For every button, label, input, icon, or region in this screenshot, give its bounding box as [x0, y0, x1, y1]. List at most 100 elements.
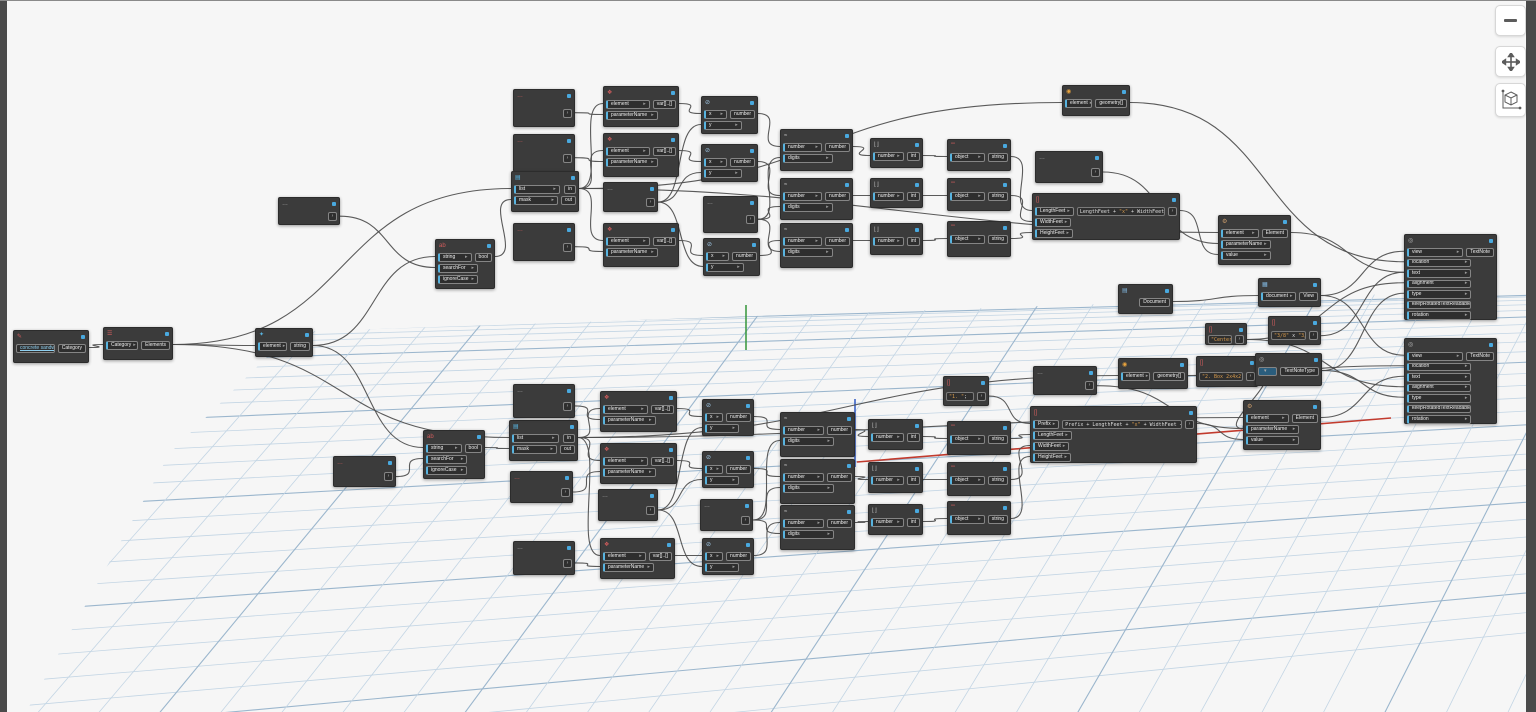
input-port[interactable]: parameterName▸: [606, 248, 658, 257]
document-activeview-node[interactable]: ▦document▸View: [1258, 278, 1321, 307]
wire[interactable]: [574, 157, 604, 163]
output-port[interactable]: number: [825, 143, 850, 152]
wire[interactable]: [1172, 294, 1259, 303]
node-header[interactable]: ⊘: [704, 239, 759, 251]
input-port[interactable]: number▸: [871, 433, 904, 442]
code-block-string-node[interactable]: []"Center";›: [1205, 323, 1247, 345]
input-port[interactable]: type▸: [1407, 394, 1472, 403]
node-header[interactable]: ⌊⌋: [871, 224, 922, 236]
output-port[interactable]: ›: [1085, 381, 1094, 390]
node-header[interactable]: "": [948, 502, 1010, 514]
input-port[interactable]: view▸: [1407, 352, 1464, 361]
wire[interactable]: [657, 123, 702, 203]
wire[interactable]: [657, 426, 703, 511]
input-port[interactable]: text▸: [1407, 269, 1472, 278]
node-header[interactable]: ▦: [1259, 279, 1320, 291]
node-header[interactable]: ⊘: [702, 145, 757, 157]
output-port[interactable]: ›: [1168, 207, 1177, 216]
output-port[interactable]: ›: [1309, 331, 1318, 340]
wire[interactable]: [753, 521, 781, 557]
node-header[interactable]: []: [1033, 194, 1179, 206]
node-header[interactable]: ⌊⌋: [871, 139, 922, 151]
element-getparametervaluebyname-node[interactable]: ❖element▸var[]..[]parameterName▸: [603, 86, 679, 127]
output-port[interactable]: Elements: [141, 341, 170, 350]
input-port[interactable]: element▸: [606, 100, 650, 109]
element-getparametervaluebyname-node[interactable]: ❖element▸var[]..[]parameterName▸: [603, 133, 679, 177]
string-from-object-node[interactable]: ""object▸string: [947, 178, 1011, 211]
code-block-node[interactable]: …›: [333, 456, 396, 487]
input-port[interactable]: element▸: [606, 147, 650, 156]
input-port[interactable]: number▸: [871, 518, 904, 527]
node-header[interactable]: …: [279, 198, 339, 210]
output-port[interactable]: ›: [561, 487, 570, 497]
wire[interactable]: [577, 407, 601, 439]
output-port[interactable]: number: [827, 519, 852, 528]
to-int-node[interactable]: ⌊⌋number▸int: [870, 138, 923, 168]
input-port[interactable]: element▸: [603, 457, 648, 466]
wire[interactable]: [757, 218, 781, 253]
node-header[interactable]: "": [948, 140, 1010, 152]
node-header[interactable]: ◎: [1405, 339, 1496, 351]
element-name-node[interactable]: ✦element▸string: [255, 328, 313, 357]
dropdown-selector[interactable]: ▾: [1258, 367, 1278, 376]
input-port[interactable]: mask▸: [512, 445, 558, 454]
input-port[interactable]: text▸: [1407, 373, 1472, 382]
code-block-node[interactable]: …›: [1035, 151, 1103, 183]
node-header[interactable]: ≈: [781, 224, 852, 236]
input-port[interactable]: Category▸: [106, 341, 139, 350]
output-port[interactable]: string: [987, 192, 1008, 201]
code-block-text[interactable]: LengthFeet + "x" + WidthFeet + "x" + Hei…: [1076, 207, 1165, 216]
wire[interactable]: [1010, 231, 1033, 240]
output-port[interactable]: var[]..[]: [652, 147, 676, 156]
output-port[interactable]: ›: [646, 197, 655, 207]
input-port[interactable]: document▸: [1261, 292, 1297, 301]
node-header[interactable]: …: [334, 457, 395, 469]
output-port[interactable]: TextNote: [1466, 352, 1494, 361]
code-block-node[interactable]: …›: [510, 471, 573, 503]
input-port[interactable]: element▸: [603, 552, 646, 561]
node-header[interactable]: ⊘: [702, 97, 757, 109]
node-header[interactable]: ▤: [512, 172, 578, 184]
input-port[interactable]: alignment▸: [1407, 383, 1472, 392]
wire[interactable]: [854, 428, 869, 438]
wire[interactable]: [172, 187, 512, 346]
output-port[interactable]: View: [1299, 292, 1318, 301]
code-block-text[interactable]: "1. ";: [946, 391, 974, 401]
input-port[interactable]: y▸: [704, 121, 742, 130]
element-geometry-node[interactable]: ◉element▸geometry[]: [1118, 358, 1188, 389]
wire[interactable]: [574, 246, 604, 253]
node-header[interactable]: ❖: [601, 539, 674, 551]
node-header[interactable]: ab: [424, 431, 484, 443]
wire[interactable]: [657, 171, 702, 203]
output-port[interactable]: ›: [977, 391, 986, 401]
output-port[interactable]: ›: [1246, 372, 1255, 381]
input-port[interactable]: mask▸: [514, 196, 559, 205]
input-port[interactable]: searchFor▸: [426, 455, 468, 464]
input-port[interactable]: parameterName▸: [603, 416, 656, 425]
input-port[interactable]: number▸: [783, 519, 825, 528]
output-port[interactable]: in: [564, 185, 576, 194]
wire[interactable]: [312, 255, 436, 347]
wire[interactable]: [753, 415, 781, 431]
output-port[interactable]: number: [726, 465, 751, 474]
wire[interactable]: [1010, 455, 1031, 520]
dropdown-selector[interactable]: concrete sandwich×: [16, 344, 55, 353]
input-port[interactable]: parameterName▸: [1221, 240, 1271, 249]
to-int-node[interactable]: ⌊⌋number▸int: [870, 178, 923, 208]
wire[interactable]: [757, 160, 781, 197]
wire[interactable]: [312, 344, 424, 449]
input-port[interactable]: ignoreCase▸: [438, 275, 478, 284]
output-port[interactable]: ›: [563, 401, 572, 411]
string-from-object-node[interactable]: ""object▸string: [947, 139, 1011, 171]
code-block-string-node[interactable]: []"1. ";›: [943, 376, 989, 406]
wire[interactable]: [922, 435, 948, 440]
output-port[interactable]: int: [906, 192, 920, 201]
to-int-node[interactable]: ⌊⌋number▸int: [868, 462, 923, 493]
output-port[interactable]: number: [726, 552, 751, 561]
wire[interactable]: [395, 457, 424, 478]
node-header[interactable]: …: [704, 197, 757, 209]
wire[interactable]: [854, 475, 869, 481]
input-port[interactable]: digits▸: [783, 203, 833, 212]
